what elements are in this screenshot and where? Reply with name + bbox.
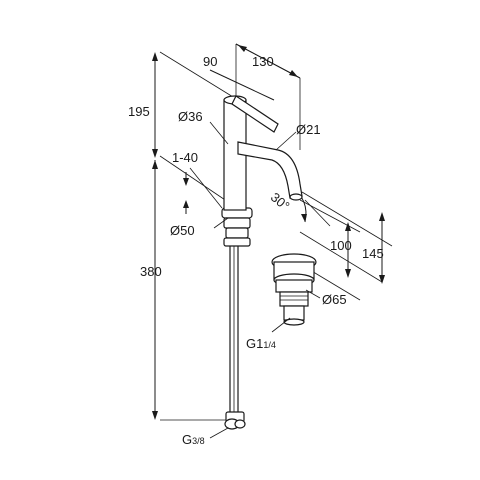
dim-label-130: 130 — [252, 54, 274, 69]
dim-line-130 — [235, 43, 301, 79]
dim-label-100: 100 — [330, 238, 352, 253]
dim-label-drain-thread: G11/4 — [246, 336, 276, 351]
faucet — [221, 95, 303, 430]
drain-thread-main: G1 — [246, 336, 263, 351]
dim-label-base-diameter: Ø50 — [170, 223, 195, 238]
spout — [237, 141, 303, 199]
dim-label-adjustment: 1-40 — [172, 150, 198, 165]
dim-label-drain-diameter: Ø65 — [322, 292, 347, 307]
dim-label-145: 145 — [362, 246, 384, 261]
drain — [271, 253, 317, 326]
hose-thread-fraction: 3/8 — [192, 436, 205, 446]
extension-lines — [159, 43, 393, 421]
dim-label-spout-diameter: Ø21 — [296, 122, 321, 137]
lever-handle — [231, 95, 279, 133]
dim-label-90: 90 — [203, 54, 217, 69]
dim-line-90 — [209, 69, 275, 101]
dim-label-380: 380 — [140, 264, 162, 279]
labels: 90 130 195 Ø36 Ø21 1-40 30° Ø50 100 145 … — [128, 54, 384, 447]
hose-thread-main: G — [182, 432, 192, 447]
dim-label-195: 195 — [128, 104, 150, 119]
dim-label-body-diameter: Ø36 — [178, 109, 203, 124]
label-leaders — [189, 121, 321, 439]
drain-thread-fraction: 1/4 — [263, 340, 276, 350]
dim-label-hose-thread: G3/8 — [182, 432, 205, 447]
